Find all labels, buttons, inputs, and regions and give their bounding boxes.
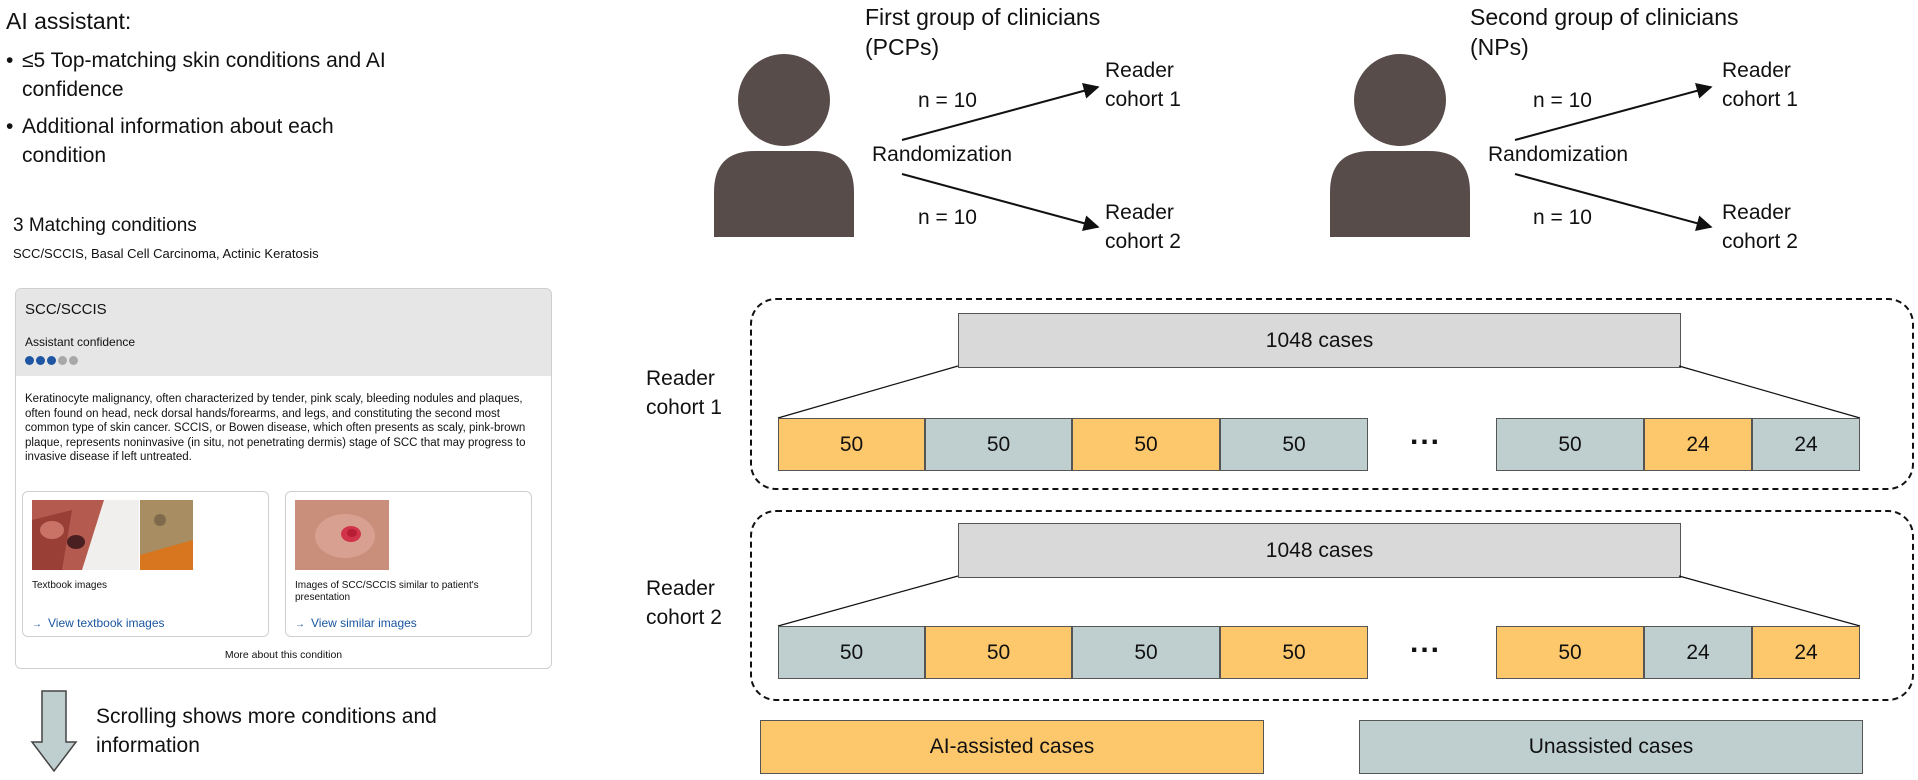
cohort2-segment-2: 50 xyxy=(925,626,1072,679)
cohort1-segment-3: 50 xyxy=(1072,418,1220,471)
group1-reader-cohort-1: Reader cohort 1 xyxy=(1105,59,1181,111)
cohort2-segment-7: 24 xyxy=(1752,626,1860,679)
group1-randomization-arrows xyxy=(901,83,1100,231)
condition-title: SCC/SCCIS xyxy=(25,301,107,318)
textbook-image-1[interactable] xyxy=(32,500,139,570)
bullet-additional-info: • Additional information about each cond… xyxy=(6,112,386,170)
cohort1-segment-6: 24 xyxy=(1644,418,1752,471)
cohort2-segment-6: 24 xyxy=(1644,626,1752,679)
condition-description: Keratinocyte malignancy, often character… xyxy=(25,393,526,463)
matching-conditions-list: SCC/SCCIS, Basal Cell Carcinoma, Actinic… xyxy=(13,246,319,261)
matching-conditions-heading: 3 Matching conditions xyxy=(13,215,197,236)
cohort1-frame xyxy=(750,298,1914,490)
textbook-images-caption: Textbook images xyxy=(32,580,108,591)
group1-randomization-label: Randomization xyxy=(872,143,1013,166)
cohort2-segment-4: 50 xyxy=(1220,626,1368,679)
cohort1-total-cases: 1048 cases xyxy=(958,313,1681,368)
cohort1-ellipsis: ... xyxy=(1410,418,1442,451)
similar-images-card[interactable]: Images of SCC/SCCIS similar to patient's… xyxy=(285,491,532,637)
cohort2-total-cases: 1048 cases xyxy=(958,523,1681,578)
group2-reader-cohort-2: Reader cohort 2 xyxy=(1722,201,1798,253)
cohort2-frame xyxy=(750,510,1914,701)
similar-images-caption: Images of SCC/SCCIS similar to patient's… xyxy=(295,580,479,603)
cohort1-segment-4: 50 xyxy=(1220,418,1368,471)
confidence-dot-empty xyxy=(69,356,78,365)
group2-n-top: n = 10 xyxy=(1533,89,1592,112)
group2-reader-cohort-1: Reader cohort 1 xyxy=(1722,59,1798,111)
confidence-dot-filled xyxy=(36,356,45,365)
view-textbook-images-link[interactable]: →View textbook images xyxy=(32,616,165,630)
legend-ai-assisted: AI-assisted cases xyxy=(760,720,1264,774)
cohort1-segment-5: 50 xyxy=(1496,418,1644,471)
textbook-image-2[interactable] xyxy=(140,500,193,570)
view-similar-images-link[interactable]: →View similar images xyxy=(295,616,417,630)
cohort1-segment-2: 50 xyxy=(925,418,1072,471)
bullet-text: ≤5 Top-matching skin conditions and AI c… xyxy=(22,49,386,101)
link-arrow-icon: → xyxy=(295,619,305,630)
condition-card: SCC/SCCIS Assistant confidence Keratinoc… xyxy=(15,288,552,669)
bullet-text: Additional information about each condit… xyxy=(22,115,334,167)
ai-assistant-title: AI assistant: xyxy=(6,8,132,34)
group1-n-bottom: n = 10 xyxy=(918,206,977,229)
condition-card-header: SCC/SCCIS Assistant confidence xyxy=(16,289,551,376)
group1-n-top: n = 10 xyxy=(918,89,977,112)
similar-image-1[interactable] xyxy=(295,500,389,570)
legend-unassisted: Unassisted cases xyxy=(1359,720,1863,774)
group2-randomization-label: Randomization xyxy=(1488,143,1629,166)
group1-title: First group of clinicians (PCPs) xyxy=(865,4,1101,60)
bullet-top-conditions: • ≤5 Top-matching skin conditions and AI… xyxy=(6,46,386,104)
textbook-images-card[interactable]: Textbook images →View textbook images xyxy=(22,491,269,637)
group1-reader-cohort-2: Reader cohort 2 xyxy=(1105,201,1181,253)
confidence-dot-filled xyxy=(47,356,56,365)
person-silhouette-icon xyxy=(1330,54,1470,237)
cohort1-segment-7: 24 xyxy=(1752,418,1860,471)
group2-randomization-arrows xyxy=(1514,83,1713,231)
link-arrow-icon: → xyxy=(32,619,42,630)
confidence-dot-empty xyxy=(58,356,67,365)
scrolling-note: Scrolling shows more conditions and info… xyxy=(96,705,437,757)
cohort2-segment-1: 50 xyxy=(778,626,925,679)
cohort1-label: Reader cohort 1 xyxy=(646,367,722,419)
person-silhouette-icon xyxy=(714,54,854,237)
group2-title: Second group of clinicians (NPs) xyxy=(1470,4,1739,60)
confidence-dots xyxy=(25,356,78,365)
cohort2-segment-5: 50 xyxy=(1496,626,1644,679)
confidence-label: Assistant confidence xyxy=(25,335,136,349)
more-about-condition-link[interactable]: More about this condition xyxy=(224,649,343,661)
confidence-dot-filled xyxy=(25,356,34,365)
cohort1-segment-1: 50 xyxy=(778,418,925,471)
cohort2-label: Reader cohort 2 xyxy=(646,577,722,629)
down-arrow-icon xyxy=(30,690,78,772)
group2-n-bottom: n = 10 xyxy=(1533,206,1592,229)
cohort2-ellipsis: ... xyxy=(1410,626,1442,659)
cohort2-segment-3: 50 xyxy=(1072,626,1220,679)
